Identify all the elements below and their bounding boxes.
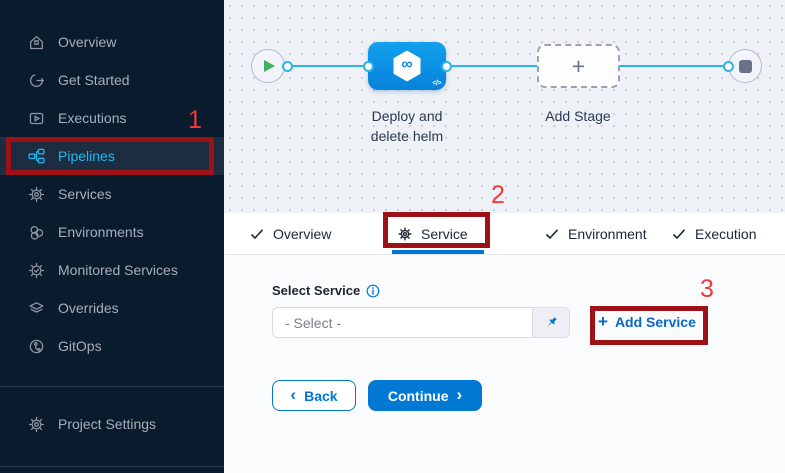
- sidebar-item-pipelines[interactable]: Pipelines: [0, 137, 224, 175]
- tab-service[interactable]: Service: [392, 213, 484, 254]
- tab-label: Execution: [695, 225, 757, 242]
- wizard-buttons: ‹ Back Continue ›: [272, 380, 482, 411]
- add-service-button[interactable]: + Add Service: [598, 313, 696, 330]
- stage-label: Deploy and delete helm: [370, 108, 444, 145]
- sidebar-item-monitored-services[interactable]: Monitored Services: [0, 251, 224, 289]
- tab-label: Environment: [568, 225, 647, 242]
- tab-label: Overview: [273, 225, 332, 242]
- cd-infinity-glyph: ∞: [401, 56, 413, 73]
- gear-icon: [28, 416, 45, 432]
- select-service-label-row: Select Service: [272, 283, 380, 298]
- pin-icon: [546, 317, 556, 327]
- back-label: Back: [304, 387, 338, 404]
- pipeline-start-node: [251, 49, 285, 83]
- get-started-icon: [30, 73, 44, 87]
- service-select-value[interactable]: - Select -: [285, 314, 342, 331]
- executions-icon: [29, 112, 44, 124]
- add-stage-button[interactable]: +: [537, 44, 620, 88]
- chevron-right-icon: ›: [456, 385, 463, 404]
- select-service-label: Select Service: [272, 283, 361, 298]
- pipelines-icon: [28, 148, 45, 163]
- cd-stage-icon: ∞: [390, 49, 424, 83]
- sidebar-item-label: Executions: [58, 110, 127, 126]
- sidebar-item-environments[interactable]: Environments: [0, 213, 224, 251]
- connector-port: [362, 60, 374, 72]
- check-icon: [250, 228, 264, 239]
- stage-node-deploy-helm[interactable]: ∞ </>: [368, 42, 446, 90]
- continue-label: Continue: [387, 387, 449, 404]
- tab-environment[interactable]: Environment: [545, 213, 647, 254]
- sidebar-item-gitops[interactable]: GitOps: [0, 327, 224, 365]
- sidebar-item-label: GitOps: [58, 338, 102, 354]
- pipeline-canvas[interactable]: ∞ </> + Deploy and delete helm Add Stage: [224, 0, 785, 213]
- sidebar-item-services[interactable]: Services: [0, 175, 224, 213]
- info-icon[interactable]: [366, 284, 380, 298]
- chevron-left-icon: ‹: [290, 385, 297, 404]
- add-stage-label: Add Stage: [545, 108, 611, 124]
- plus-icon: +: [571, 52, 586, 79]
- sidebar-item-get-started[interactable]: Get Started: [0, 61, 224, 99]
- sidebar-nav: Overview Get Started Executions Pipeline…: [0, 23, 224, 365]
- connector-line: [446, 64, 537, 68]
- sidebar-item-label: Pipelines: [58, 148, 115, 164]
- connector-port: [440, 60, 452, 72]
- sidebar-item-label: Services: [58, 186, 112, 202]
- gear-icon: [28, 186, 45, 202]
- gear-icon: [398, 227, 412, 240]
- monitored-services-icon: [28, 262, 45, 278]
- main-content: ∞ </> + Deploy and delete helm Add Stage…: [224, 0, 785, 473]
- gitops-icon: [29, 339, 44, 353]
- pin-toggle[interactable]: [532, 308, 569, 337]
- home-icon: [30, 35, 43, 49]
- connector-line: [620, 64, 728, 68]
- back-button[interactable]: ‹ Back: [272, 380, 356, 411]
- tab-label: Service: [421, 225, 468, 242]
- sidebar-item-overview[interactable]: Overview: [0, 23, 224, 61]
- play-icon: [264, 60, 275, 72]
- continue-button[interactable]: Continue ›: [368, 380, 482, 411]
- tab-overview[interactable]: Overview: [250, 213, 331, 254]
- sidebar-divider: [0, 386, 224, 387]
- add-service-label: Add Service: [614, 313, 696, 330]
- connector-port: [281, 60, 293, 72]
- environments-icon: [30, 225, 44, 240]
- code-icon: </>: [432, 80, 441, 87]
- check-icon: [672, 228, 686, 239]
- sidebar-item-project-settings[interactable]: Project Settings: [0, 405, 156, 443]
- sidebar-divider: [0, 466, 224, 467]
- sidebar-item-label: Overview: [58, 34, 117, 50]
- layers-icon: [29, 301, 44, 313]
- check-icon: [545, 228, 559, 239]
- sidebar-item-label: Environments: [58, 224, 144, 240]
- sidebar-item-label: Project Settings: [58, 416, 157, 432]
- stop-icon: [738, 59, 752, 73]
- sidebar-item-executions[interactable]: Executions: [0, 99, 224, 137]
- tab-execution[interactable]: Execution: [672, 213, 756, 254]
- plus-icon: +: [598, 312, 608, 331]
- sidebar-item-overrides[interactable]: Overrides: [0, 289, 224, 327]
- connector-port: [722, 60, 734, 72]
- sidebar: Overview Get Started Executions Pipeline…: [0, 0, 224, 473]
- sidebar-item-label: Monitored Services: [58, 262, 178, 278]
- service-form: Select Service - Select - + Add Service …: [224, 255, 785, 473]
- stage-tabbar: Overview Service Environment Execution: [224, 213, 785, 255]
- connector-line: [287, 64, 368, 68]
- sidebar-item-label: Get Started: [58, 72, 130, 88]
- sidebar-item-label: Overrides: [58, 300, 119, 316]
- service-select-dropdown[interactable]: - Select -: [272, 307, 570, 338]
